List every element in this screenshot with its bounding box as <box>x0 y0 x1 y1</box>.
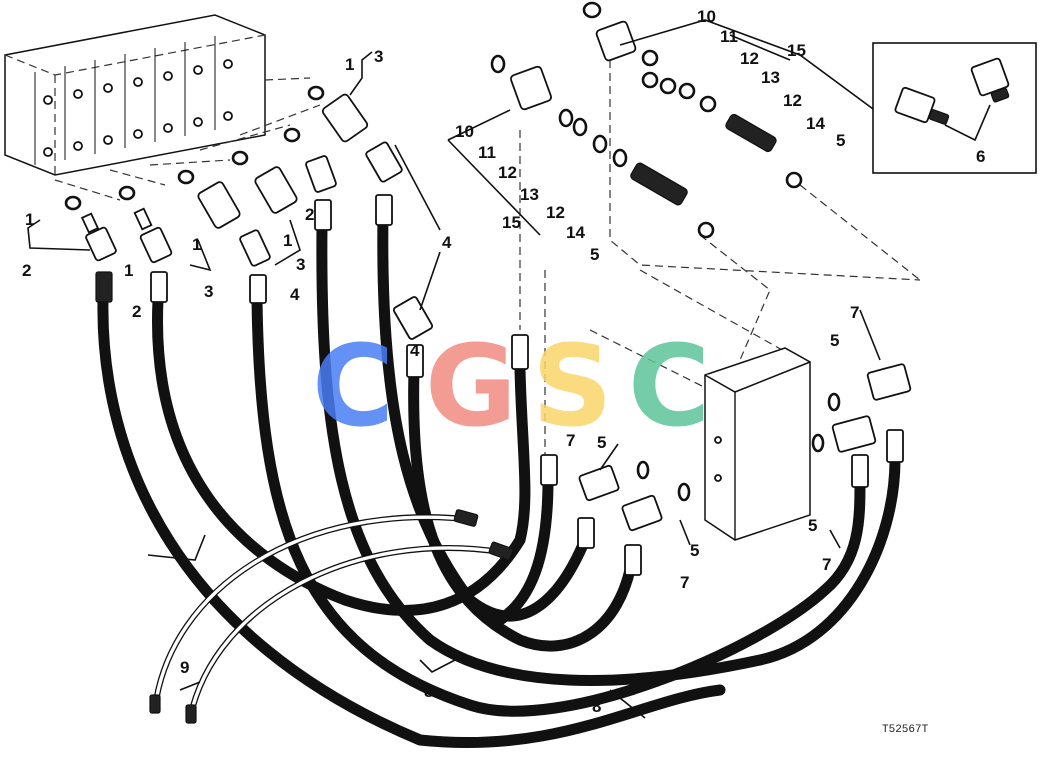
callout-13: 13 <box>761 68 780 87</box>
auxiliary-valve-block <box>704 347 811 541</box>
callout-5: 5 <box>597 433 606 452</box>
callout-7: 7 <box>566 431 575 450</box>
watermark-logo: C G S C <box>312 322 710 452</box>
callout-5: 5 <box>590 245 599 264</box>
elbow-fittings-right <box>578 363 912 532</box>
callout-4: 4 <box>410 341 420 360</box>
watermark-letter-4: C <box>628 322 710 452</box>
installation-lines <box>54 60 921 460</box>
callout-leaders <box>27 34 881 719</box>
callout-4: 4 <box>290 285 300 304</box>
callout-15: 15 <box>787 41 806 60</box>
hydraulic-hoses <box>97 209 901 749</box>
hose-end-fittings <box>95 194 904 576</box>
callout-7: 7 <box>850 303 859 322</box>
control-valve-stack <box>4 14 266 176</box>
callout-6: 6 <box>976 147 985 166</box>
callout-3: 3 <box>374 47 383 66</box>
callout-10: 10 <box>697 7 716 26</box>
callout-1: 1 <box>124 261 133 280</box>
callout-9: 9 <box>180 658 189 677</box>
watermark-letter-1: C <box>312 322 394 452</box>
callout-3: 3 <box>296 255 305 274</box>
pilot-hoses <box>149 509 514 724</box>
callout-14: 14 <box>566 223 585 242</box>
callout-11: 11 <box>478 143 496 162</box>
callout-11: 11 <box>720 27 738 46</box>
callout-12: 12 <box>498 163 517 182</box>
callout-8: 8 <box>188 565 197 584</box>
callout-labels: 1 2 1 2 1 3 4 1 3 2 1 3 4 10 11 12 13 15… <box>22 7 985 716</box>
callout-15: 15 <box>502 213 521 232</box>
callout-1: 1 <box>25 210 34 229</box>
callout-5: 5 <box>690 541 699 560</box>
callout-2: 2 <box>132 302 141 321</box>
callout-12: 12 <box>546 203 565 222</box>
elbow-fittings-left <box>80 93 434 340</box>
callout-1: 1 <box>345 55 354 74</box>
callout-5: 5 <box>808 516 817 535</box>
callout-4: 4 <box>442 233 452 252</box>
callout-10: 10 <box>455 122 474 141</box>
callout-7: 7 <box>822 555 831 574</box>
figure-number: T52567T <box>882 724 929 736</box>
callout-2: 2 <box>305 205 314 224</box>
callout-13: 13 <box>520 185 539 204</box>
callout-3: 3 <box>204 282 213 301</box>
callout-12: 12 <box>740 49 759 68</box>
callout-12: 12 <box>783 91 802 110</box>
callout-5: 5 <box>836 131 845 150</box>
callout-2: 2 <box>22 261 31 280</box>
adapter-kit-parts <box>447 1 916 239</box>
callout-8: 8 <box>592 697 601 716</box>
callout-14: 14 <box>806 114 825 133</box>
callout-8: 8 <box>424 682 433 701</box>
watermark-letter-2: G <box>425 322 517 452</box>
callout-1: 1 <box>283 231 292 250</box>
o-rings-left <box>64 85 325 211</box>
watermark-letter-3: S <box>532 322 613 452</box>
callout-7: 7 <box>680 573 689 592</box>
callout-5: 5 <box>830 331 839 350</box>
inset-detail <box>872 42 1037 174</box>
callout-1: 1 <box>192 235 201 254</box>
